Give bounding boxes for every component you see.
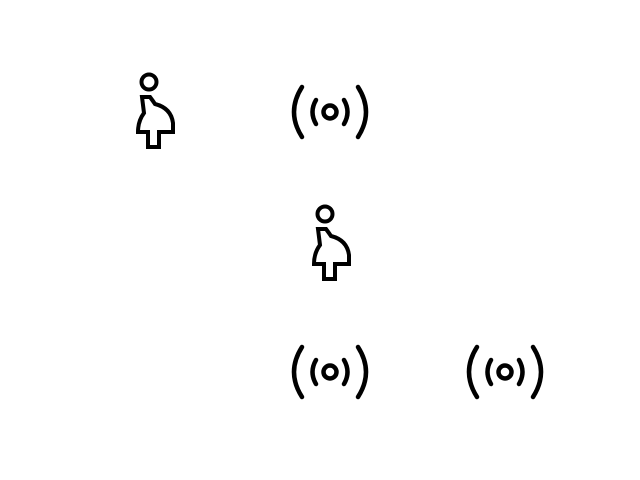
broadcast-signal-icon	[463, 344, 547, 400]
pregnant-woman-icon	[133, 71, 179, 153]
broadcast-signal-icon	[288, 84, 372, 140]
pregnant-woman-icon	[309, 203, 355, 285]
broadcast-signal-icon	[288, 344, 372, 400]
